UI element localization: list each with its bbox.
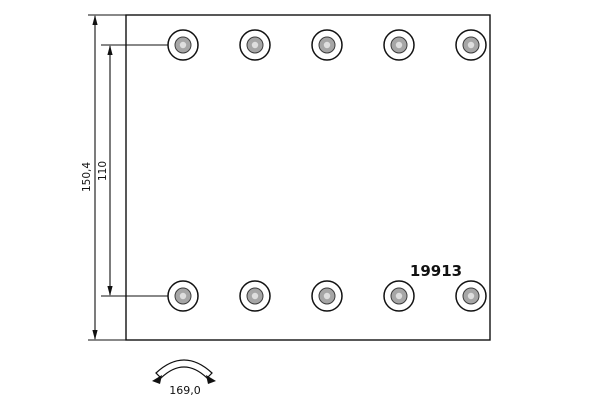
arc-arrow-left-icon <box>152 375 162 384</box>
rivet-hole <box>167 29 199 61</box>
arc-curvature-symbol <box>155 359 213 379</box>
hole-bore <box>251 41 259 49</box>
arrow-down-icon <box>107 286 113 296</box>
arc-arrow-right-icon <box>206 375 216 384</box>
rivet-hole <box>311 280 343 312</box>
rivet-hole <box>455 280 487 312</box>
rivet-hole <box>311 29 343 61</box>
dimension-label-hole-span: 110 <box>97 161 109 181</box>
hole-bore <box>395 41 403 49</box>
hole-bore <box>395 292 403 300</box>
hole-bore <box>179 292 187 300</box>
hole-bore <box>467 292 475 300</box>
hole-bore <box>323 41 331 49</box>
rivet-hole <box>239 29 271 61</box>
rivet-hole <box>455 29 487 61</box>
hole-bore <box>179 41 187 49</box>
arrow-down-icon <box>92 330 98 340</box>
rivet-hole <box>167 280 199 312</box>
dimension-label-total-height: 150,4 <box>81 162 93 192</box>
hole-bore <box>467 41 475 49</box>
arc-width-label: 169,0 <box>169 384 201 397</box>
rivet-hole <box>383 280 415 312</box>
arrow-up-icon <box>92 15 98 25</box>
arrow-up-icon <box>107 45 113 55</box>
hole-bore <box>323 292 331 300</box>
hole-bore <box>251 292 259 300</box>
rivet-hole <box>383 29 415 61</box>
rivet-hole <box>239 280 271 312</box>
part-number: 19913 <box>410 262 462 280</box>
